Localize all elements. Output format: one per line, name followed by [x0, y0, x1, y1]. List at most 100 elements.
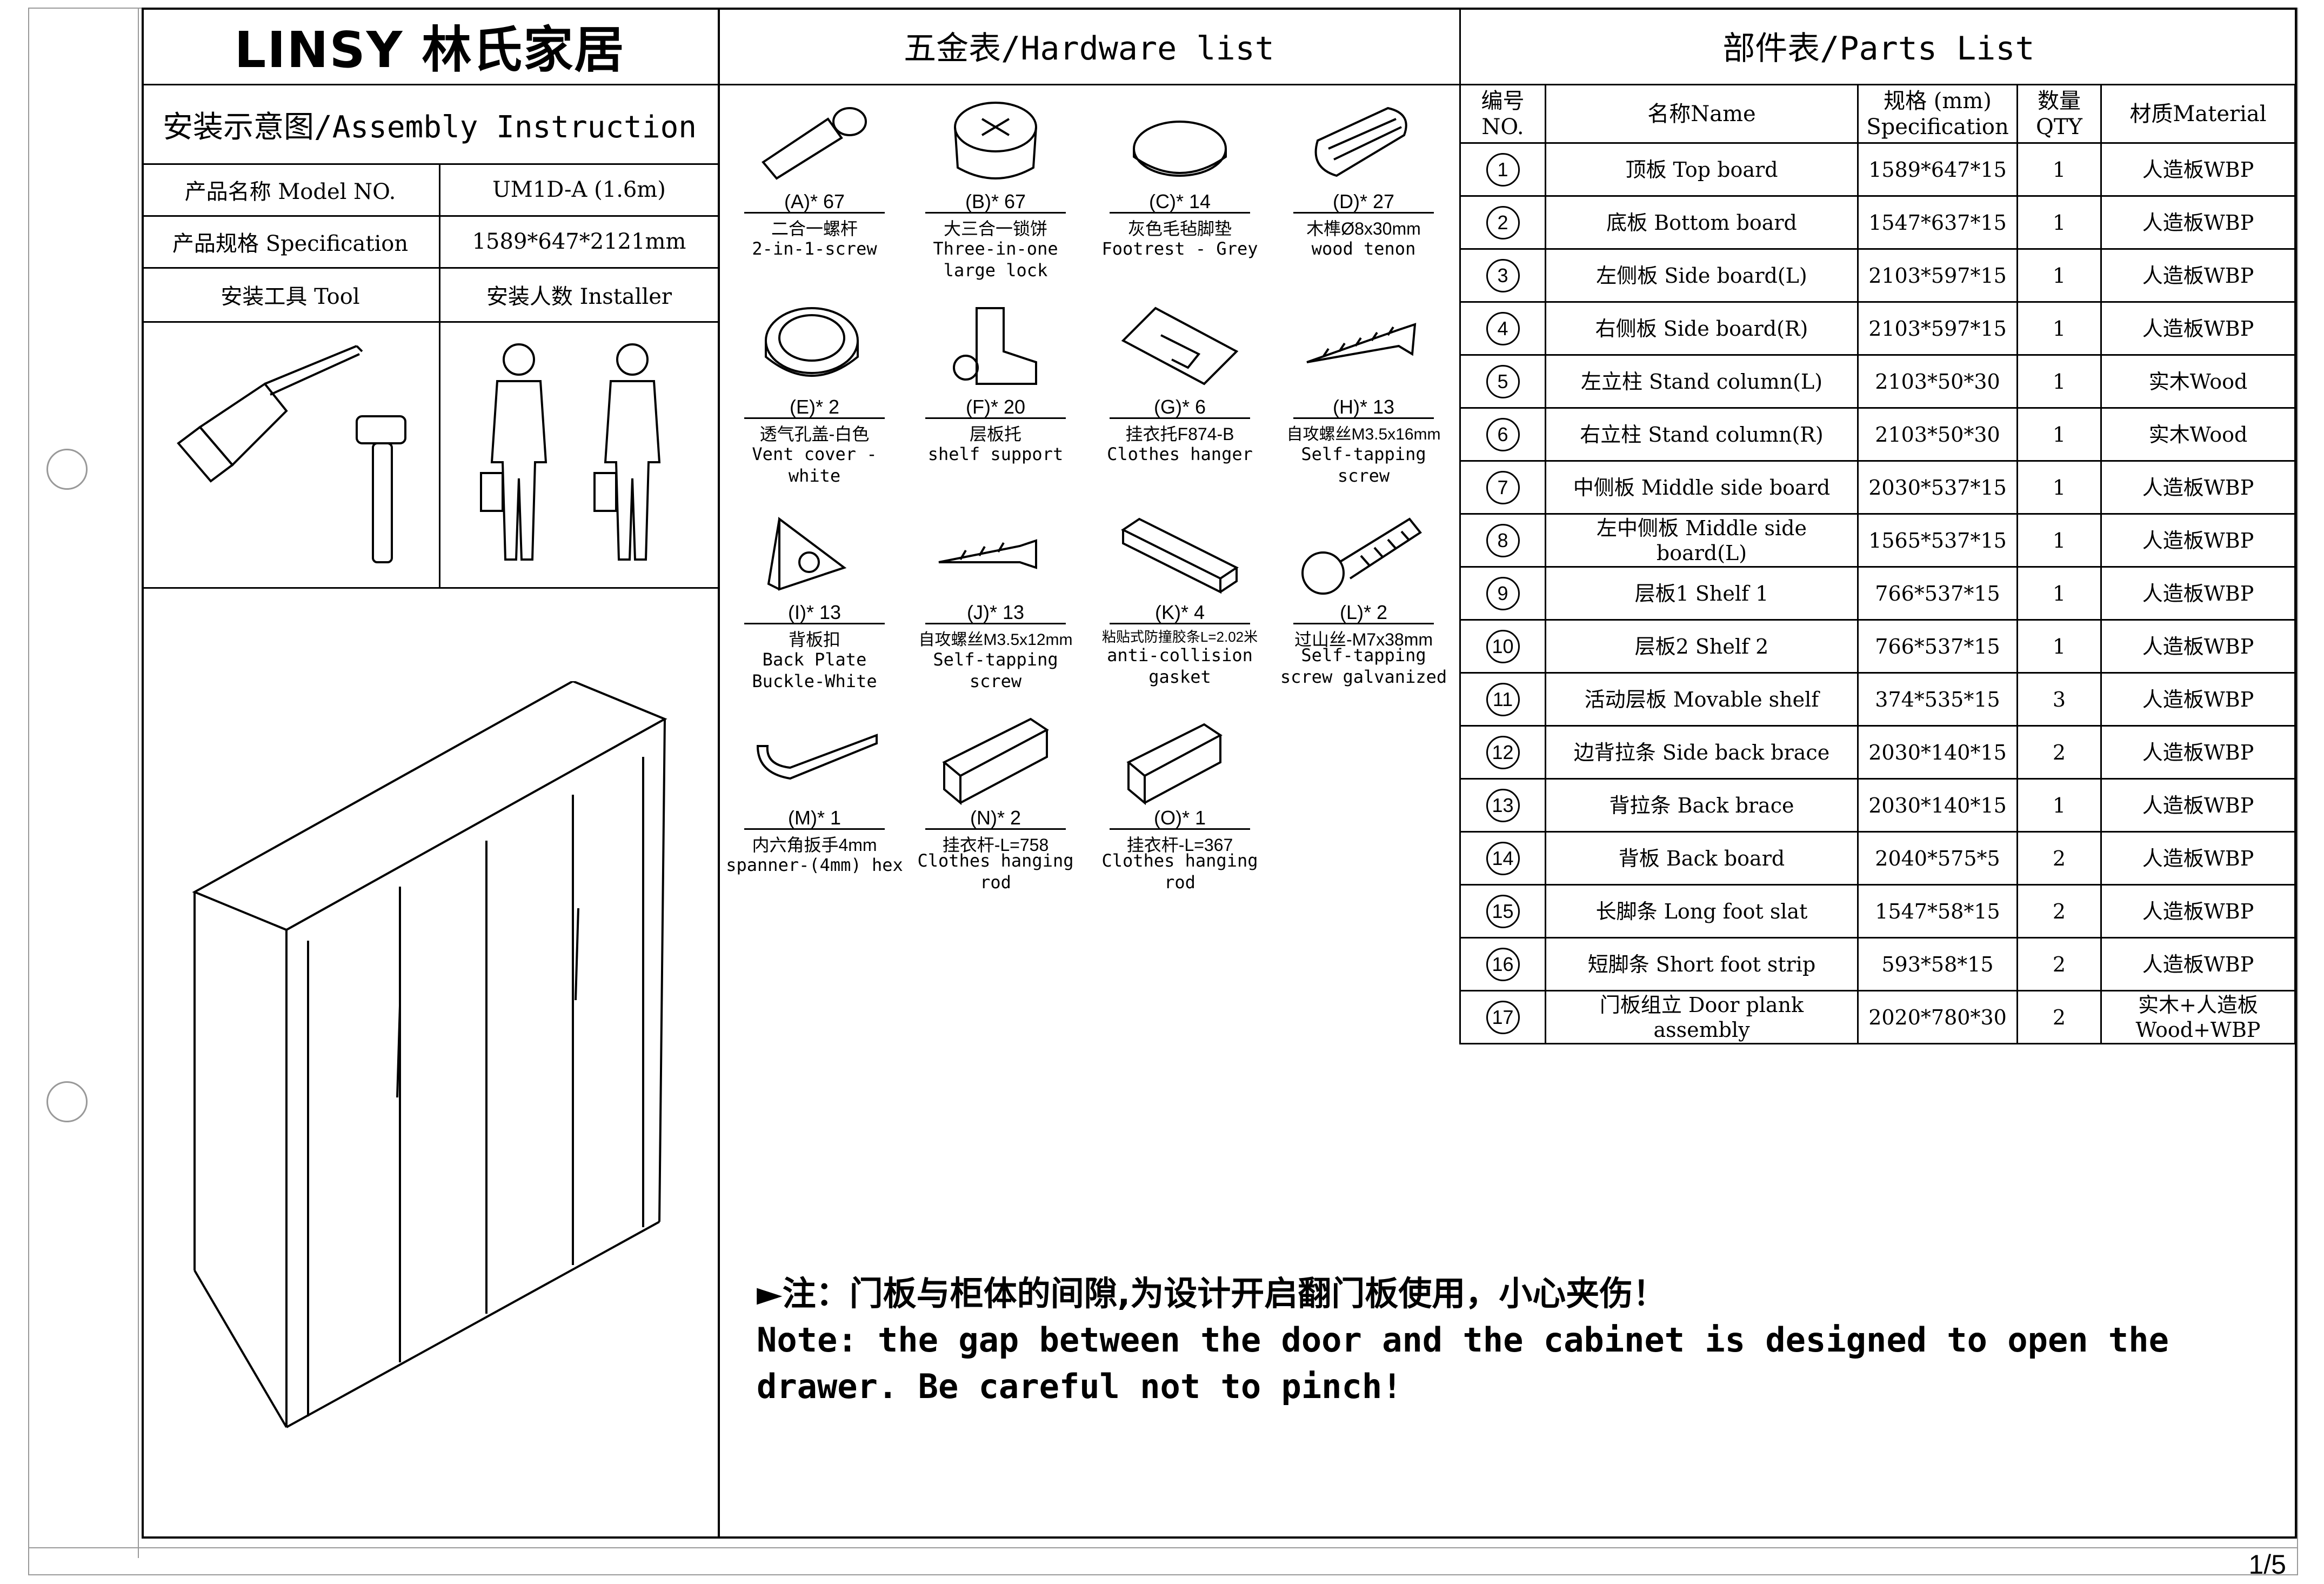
part-material: 人造板WBP [2100, 884, 2296, 939]
part-number: 2 [1459, 195, 1546, 250]
part-name: 中侧板 Middle side board [1545, 460, 1859, 515]
hardware-name-en: anti-collision gasket [1107, 645, 1253, 687]
part-spec: 2103*50*30 [1857, 407, 2018, 462]
part-number-badge: 5 [1486, 364, 1520, 398]
part-material: 实木Wood [2100, 354, 2296, 409]
parts-column-divider [1459, 8, 1461, 86]
part-material: 人造板WBP [2100, 725, 2296, 780]
part-number: 3 [1459, 248, 1546, 303]
hardware-name-cn: 透气孔盖-白色 [759, 424, 870, 444]
part-name: 左中侧板 Middle side board(L) [1545, 513, 1859, 568]
info-line-4 [142, 321, 719, 323]
hardware-code: (F)* 20 [965, 396, 1026, 418]
hardware-item: (N)* 2 挂衣杆-L=758 Clothes hanging rod [906, 708, 1085, 914]
hardware-name-en: Self-tapping screw [1301, 444, 1426, 486]
screw-2in1-icon [762, 107, 867, 180]
part-qty: 1 [2016, 407, 2102, 462]
hardware-underline [1110, 212, 1250, 214]
hardware-code: (A)* 67 [784, 190, 845, 212]
part-number-badge: 6 [1486, 417, 1520, 451]
safety-note: ►注：门板与柜体的间隙,为设计开启翻门板使用，小心夹伤！ Note: the g… [757, 1270, 2216, 1410]
col-header-material: 材质Material [2100, 84, 2296, 144]
part-qty: 1 [2016, 460, 2102, 515]
part-number: 13 [1459, 778, 1546, 833]
part-number-badge: 11 [1486, 682, 1520, 716]
hammer-icon [356, 415, 406, 563]
installer-label: 安装人数 Installer [486, 284, 672, 309]
part-number: 17 [1459, 990, 1546, 1044]
part-material: 人造板WBP [2100, 672, 2296, 727]
part-spec: 766*537*15 [1857, 619, 2018, 674]
assembly-instruction-title: 安装示意图/Assembly Instruction [162, 110, 697, 145]
hardware-code: (N)* 2 [970, 807, 1021, 829]
part-number-badge: 2 [1486, 205, 1520, 239]
part-number-badge: 9 [1486, 576, 1520, 610]
hardware-name-cn: 挂衣杆-L=758 [942, 835, 1049, 855]
part-number: 6 [1459, 407, 1546, 462]
part-number: 14 [1459, 831, 1546, 886]
hardware-name-en: Clothes hanger [1107, 444, 1253, 464]
spec-value: 1589*647*2121mm [472, 229, 686, 254]
hardware-name-en: Clothes hanging rod [917, 850, 1074, 893]
col-header-name: 名称Name [1545, 84, 1859, 144]
model-value: UM1D-A (1.6m) [492, 177, 666, 202]
part-material: 人造板WBP [2100, 248, 2296, 303]
hardware-underline [744, 623, 885, 624]
part-spec: 1547*637*15 [1857, 195, 2018, 250]
part-number-badge: 1 [1486, 152, 1520, 187]
part-material: 人造板WBP [2100, 301, 2296, 356]
hardware-underline [1110, 828, 1250, 830]
part-number-badge: 7 [1486, 470, 1520, 504]
col-header-qty: 数量 QTY [2016, 84, 2102, 144]
hardware-underline [1293, 212, 1434, 214]
part-number: 16 [1459, 937, 1546, 991]
vent-cover-icon [765, 307, 859, 377]
part-number: 8 [1459, 513, 1546, 568]
part-spec: 1547*58*15 [1857, 884, 2018, 939]
part-material: 人造板WBP [2100, 195, 2296, 250]
part-number: 9 [1459, 566, 1546, 621]
hardware-list-title: 五金表/Hardware list [904, 30, 1274, 68]
hardware-code: (M)* 1 [788, 807, 841, 829]
part-name: 活动层板 Movable shelf [1545, 672, 1859, 727]
part-material: 实木Wood [2100, 407, 2296, 462]
part-spec: 2103*597*15 [1857, 301, 2018, 356]
hanging-rod-short-icon [1126, 723, 1223, 806]
part-name: 右侧板 Side board(R) [1545, 301, 1859, 356]
tool-label: 安装工具 Tool [221, 284, 360, 309]
left-column-divider [718, 8, 720, 1539]
hardware-underline [925, 623, 1066, 624]
part-spec: 1589*647*15 [1857, 142, 2018, 197]
hardware-underline [744, 417, 885, 419]
hardware-underline [1110, 623, 1250, 624]
hardware-name-cn: 二合一螺杆 [771, 219, 858, 238]
part-material: 人造板WBP [2100, 937, 2296, 991]
part-number: 11 [1459, 672, 1546, 727]
hardware-code: (D)* 27 [1332, 190, 1395, 212]
hardware-underline [744, 212, 885, 214]
part-number-badge: 16 [1486, 947, 1520, 981]
hardware-code: (O)* 1 [1153, 807, 1206, 829]
hardware-item: (F)* 20 层板托 shelf support [906, 297, 1085, 503]
hardware-name-en: Clothes hanging rod [1101, 850, 1258, 893]
note-en: Note: the gap between the door and the c… [757, 1320, 2169, 1406]
wardrobe-illustration [192, 681, 667, 1428]
punch-hole-bottom [46, 1081, 88, 1122]
info-column-divider [439, 163, 440, 588]
part-name: 右立柱 Stand column(R) [1545, 407, 1859, 462]
part-qty: 2 [2016, 831, 2102, 886]
hardware-name-cn: 层板托 [969, 424, 1021, 444]
part-spec: 2030*140*15 [1857, 725, 2018, 780]
hardware-name-cn: 自攻螺丝M3.5x12mm [918, 631, 1073, 649]
part-name: 层板2 Shelf 2 [1545, 619, 1859, 674]
part-qty: 2 [2016, 884, 2102, 939]
part-spec: 2030*537*15 [1857, 460, 2018, 515]
hardware-underline [925, 417, 1066, 419]
hardware-item: (L)* 2 过山丝-M7x38mm Self-tapping screw ga… [1274, 503, 1453, 708]
hardware-name-cn: 灰色毛毡脚垫 [1127, 219, 1232, 238]
shelf-support-icon [953, 307, 1037, 385]
